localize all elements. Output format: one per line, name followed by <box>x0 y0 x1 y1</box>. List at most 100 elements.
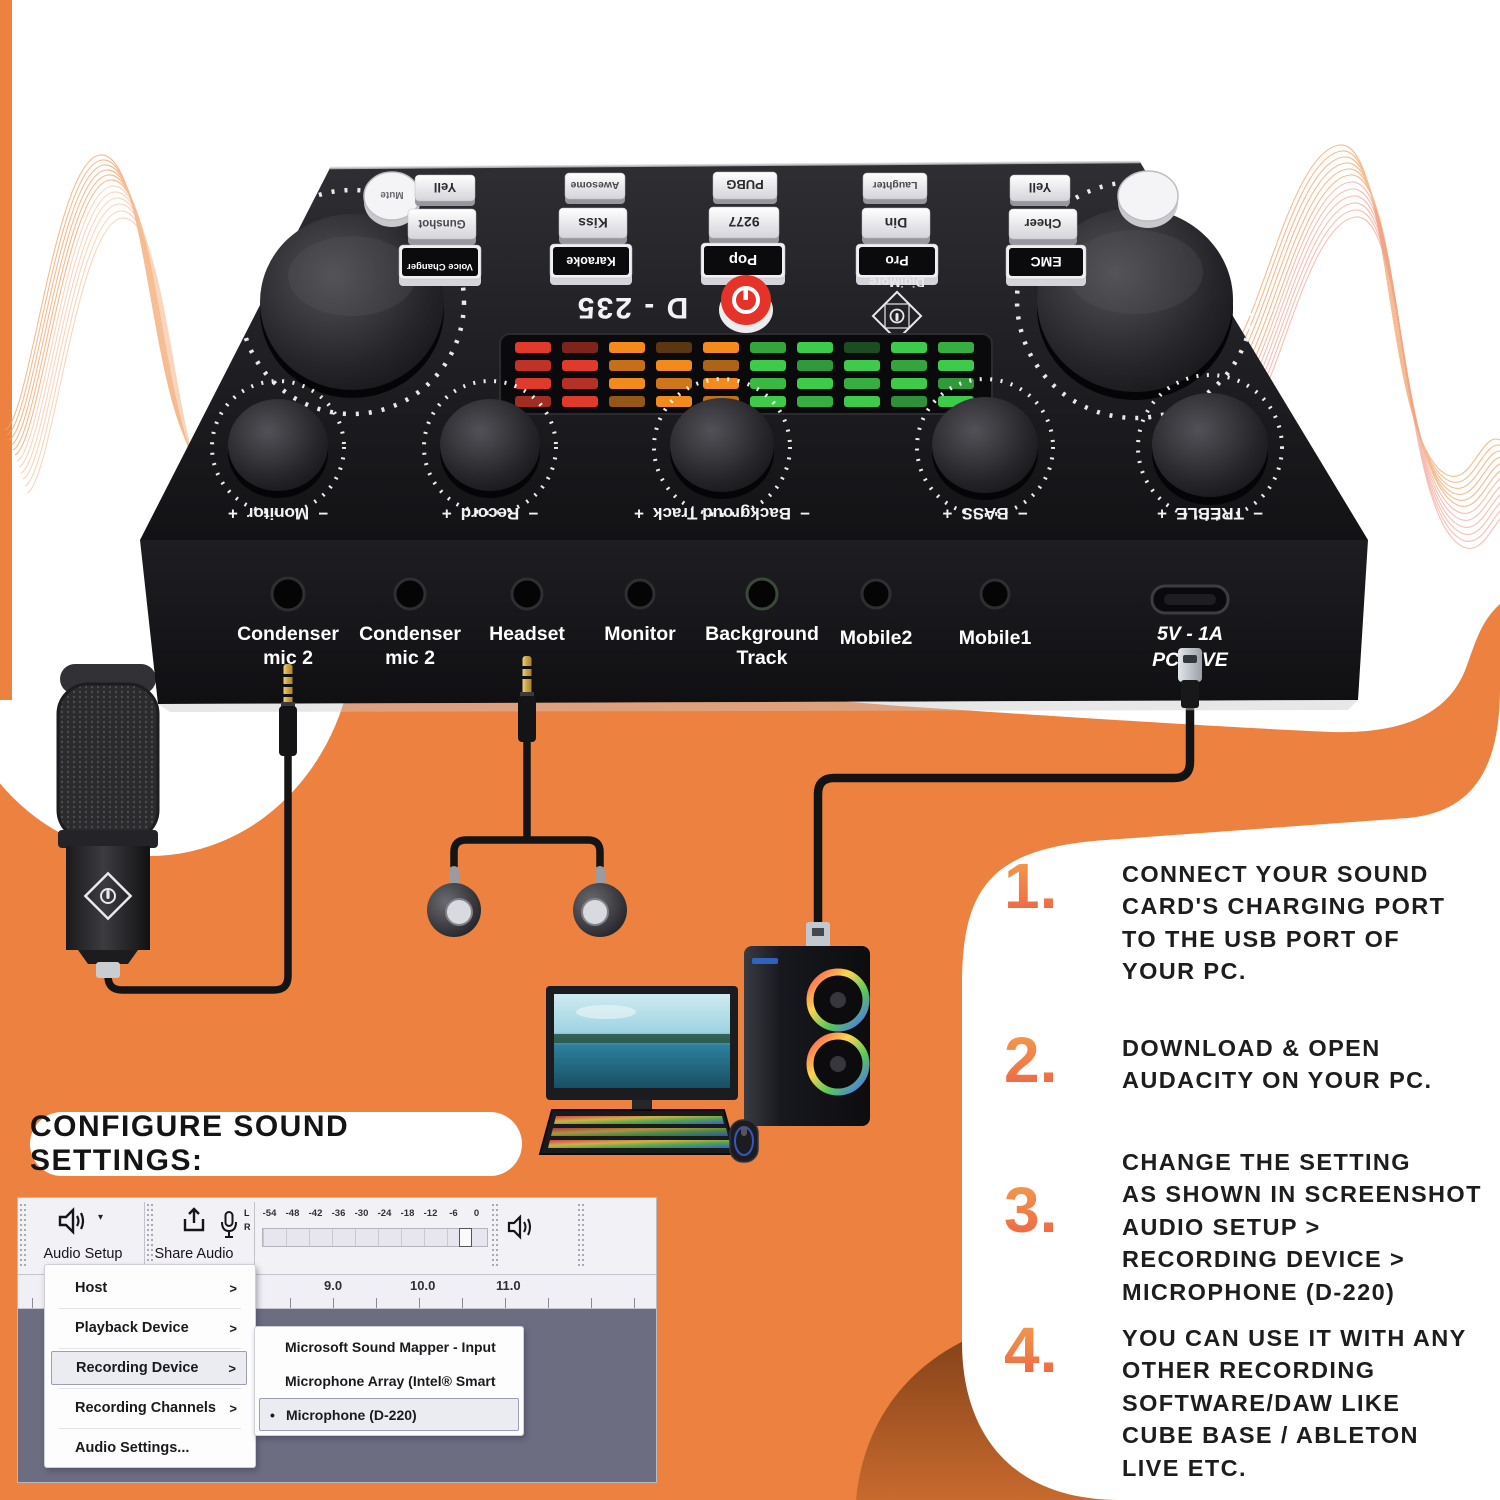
pad-button-kiss[interactable]: Kiss <box>558 207 628 244</box>
svg-text:Pop: Pop <box>729 251 757 268</box>
svg-text:Yell: Yell <box>434 180 456 195</box>
mute-knob[interactable]: Mute <box>363 171 421 227</box>
port-mobile2[interactable] <box>860 578 892 610</box>
port-condenser-mic2-a[interactable] <box>270 576 306 612</box>
menu-item-audio-settings[interactable]: Audio Settings... <box>75 1440 190 1456</box>
menu-item-recording-device[interactable]: Recording Device> <box>51 1351 247 1385</box>
recording-device-submenu: Microsoft Sound Mapper - Input Microphon… <box>254 1326 524 1436</box>
audacity-screenshot: 0 9.0 10.0 11.0 ▾ Audio Setup Share Audi… <box>18 1198 656 1482</box>
pad-button-pubg[interactable]: PUBG <box>712 171 778 204</box>
submenu-item-mic-array[interactable]: Microphone Array (Intel® Smart <box>285 1372 496 1389</box>
knob-label-monitor: −Monitor+ <box>228 504 328 523</box>
device-model: D - 235 <box>576 291 688 324</box>
pad-button-emc[interactable]: EMC <box>1005 244 1087 286</box>
port-headset[interactable] <box>510 577 544 611</box>
port-mobile1[interactable] <box>979 578 1011 610</box>
white-knob-right[interactable] <box>1117 170 1179 228</box>
share-audio-button[interactable]: Share Audio <box>154 1246 234 1262</box>
step-text: CONNECT YOUR SOUND CARD'S CHARGING PORT … <box>1122 861 1446 985</box>
pad-button-9277[interactable]: 9277 <box>708 206 780 244</box>
pc-tower <box>744 946 870 1126</box>
port-monitor[interactable] <box>624 578 656 610</box>
port-usb-c[interactable] <box>1150 584 1230 615</box>
submenu-arrow: > <box>229 1320 237 1336</box>
earbud-left <box>427 866 481 937</box>
svg-text:Voice Changer: Voice Changer <box>407 261 473 272</box>
pad-button-pop[interactable]: Pop <box>700 242 786 285</box>
svg-text:Pro: Pro <box>885 253 908 269</box>
pad-button-awesome[interactable]: Awesome <box>564 172 626 204</box>
step-number: 4. <box>1004 1314 1058 1386</box>
pc-keyboard <box>538 1109 738 1155</box>
knob-bass[interactable] <box>915 377 1055 517</box>
svg-text:Gunshot: Gunshot <box>418 217 465 229</box>
recording-meter[interactable] <box>262 1228 488 1247</box>
knob-label-background-track: −Backgroud Track+ <box>634 504 810 523</box>
pad-button-din[interactable]: Din <box>861 207 931 244</box>
svg-text:DigiMore: DigiMore <box>869 275 925 290</box>
toolbar-grip[interactable] <box>20 1204 27 1266</box>
step-text: DOWNLOAD & OPEN AUDACITY ON YOUR PC. <box>1122 1035 1433 1094</box>
knob-label-bass: −BASS+ <box>942 504 1027 523</box>
submenu-item-sound-mapper[interactable]: Microsoft Sound Mapper - Input <box>285 1338 496 1355</box>
step-number: 1. <box>1004 850 1058 922</box>
steps-panel <box>962 688 1500 1500</box>
speaker-icon <box>58 1207 85 1235</box>
device-front-face <box>140 540 1368 704</box>
svg-text:Cheer: Cheer <box>1025 216 1062 231</box>
mic-cable <box>104 748 292 994</box>
knob-treble[interactable] <box>1136 373 1284 521</box>
timeline-tick: 11.0 <box>496 1278 521 1293</box>
toolbar-grip[interactable] <box>578 1204 585 1266</box>
pad-button-karaoke[interactable]: Karaoke <box>549 243 633 285</box>
knob-background-track[interactable] <box>652 377 792 517</box>
step-text: CHANGE THE SETTING AS SHOWN IN SCREENSHO… <box>1122 1149 1482 1305</box>
pad-button-voice-changer[interactable]: Voice Changer <box>398 244 482 286</box>
port-background-track[interactable] <box>745 577 779 611</box>
submenu-item-microphone-d220[interactable]: • Microphone (D-220) <box>259 1398 519 1431</box>
port-label: Mobile2 <box>840 627 913 649</box>
power-button[interactable] <box>719 275 773 333</box>
svg-text:EMC: EMC <box>1030 254 1061 270</box>
step-number: 3. <box>1004 1174 1058 1246</box>
pc-mouse <box>729 1119 759 1163</box>
svg-text:PUBG: PUBG <box>726 177 764 192</box>
microphone-icon[interactable] <box>220 1210 238 1240</box>
menu-item-recording-channels[interactable]: Recording Channels> <box>75 1400 237 1416</box>
brand-logo: DigiMore <box>869 275 925 342</box>
audio-setup-menu: Host> Playback Device> Recording Device>… <box>44 1264 256 1468</box>
pad-button-laughter[interactable]: Laughter <box>862 172 928 204</box>
playback-speaker-icon[interactable] <box>506 1214 536 1240</box>
port-label: Mobile1 <box>959 627 1032 649</box>
pc-monitor <box>546 986 738 1134</box>
pad-button-cheer[interactable]: Cheer <box>1008 208 1078 245</box>
svg-text:Din: Din <box>885 215 908 231</box>
share-audio-icon <box>183 1207 205 1232</box>
port-label: mic 2 <box>385 647 435 669</box>
pad-button-yell-1[interactable]: Yell <box>414 174 476 206</box>
port-condenser-mic2-b[interactable] <box>393 577 427 611</box>
pad-button-yell-2[interactable]: Yell <box>1009 174 1071 206</box>
meter-slider[interactable] <box>459 1228 472 1247</box>
toolbar-grip[interactable] <box>492 1204 499 1266</box>
pad-button-gunshot[interactable]: Gunshot <box>407 208 477 245</box>
toolbar-grip[interactable] <box>147 1204 154 1266</box>
menu-item-host[interactable]: Host> <box>75 1280 237 1296</box>
meter-channel-left: L <box>244 1208 250 1218</box>
main-knob-left[interactable] <box>237 187 467 417</box>
menu-item-playback-device[interactable]: Playback Device> <box>75 1320 237 1336</box>
port-label: mic 2 <box>263 647 313 669</box>
usb-cable <box>813 695 1195 929</box>
knob-monitor[interactable] <box>210 379 346 515</box>
svg-text:Laughter: Laughter <box>873 179 918 191</box>
pad-button-pro[interactable]: Pro <box>855 243 939 285</box>
step-1: 1. CONNECT YOUR SOUND CARD'S CHARGING PO… <box>1004 850 1490 988</box>
condenser-microphone <box>56 664 160 978</box>
audio-setup-button[interactable]: Audio Setup <box>43 1246 123 1262</box>
svg-text:9277: 9277 <box>728 214 759 230</box>
knob-record[interactable] <box>422 379 558 515</box>
